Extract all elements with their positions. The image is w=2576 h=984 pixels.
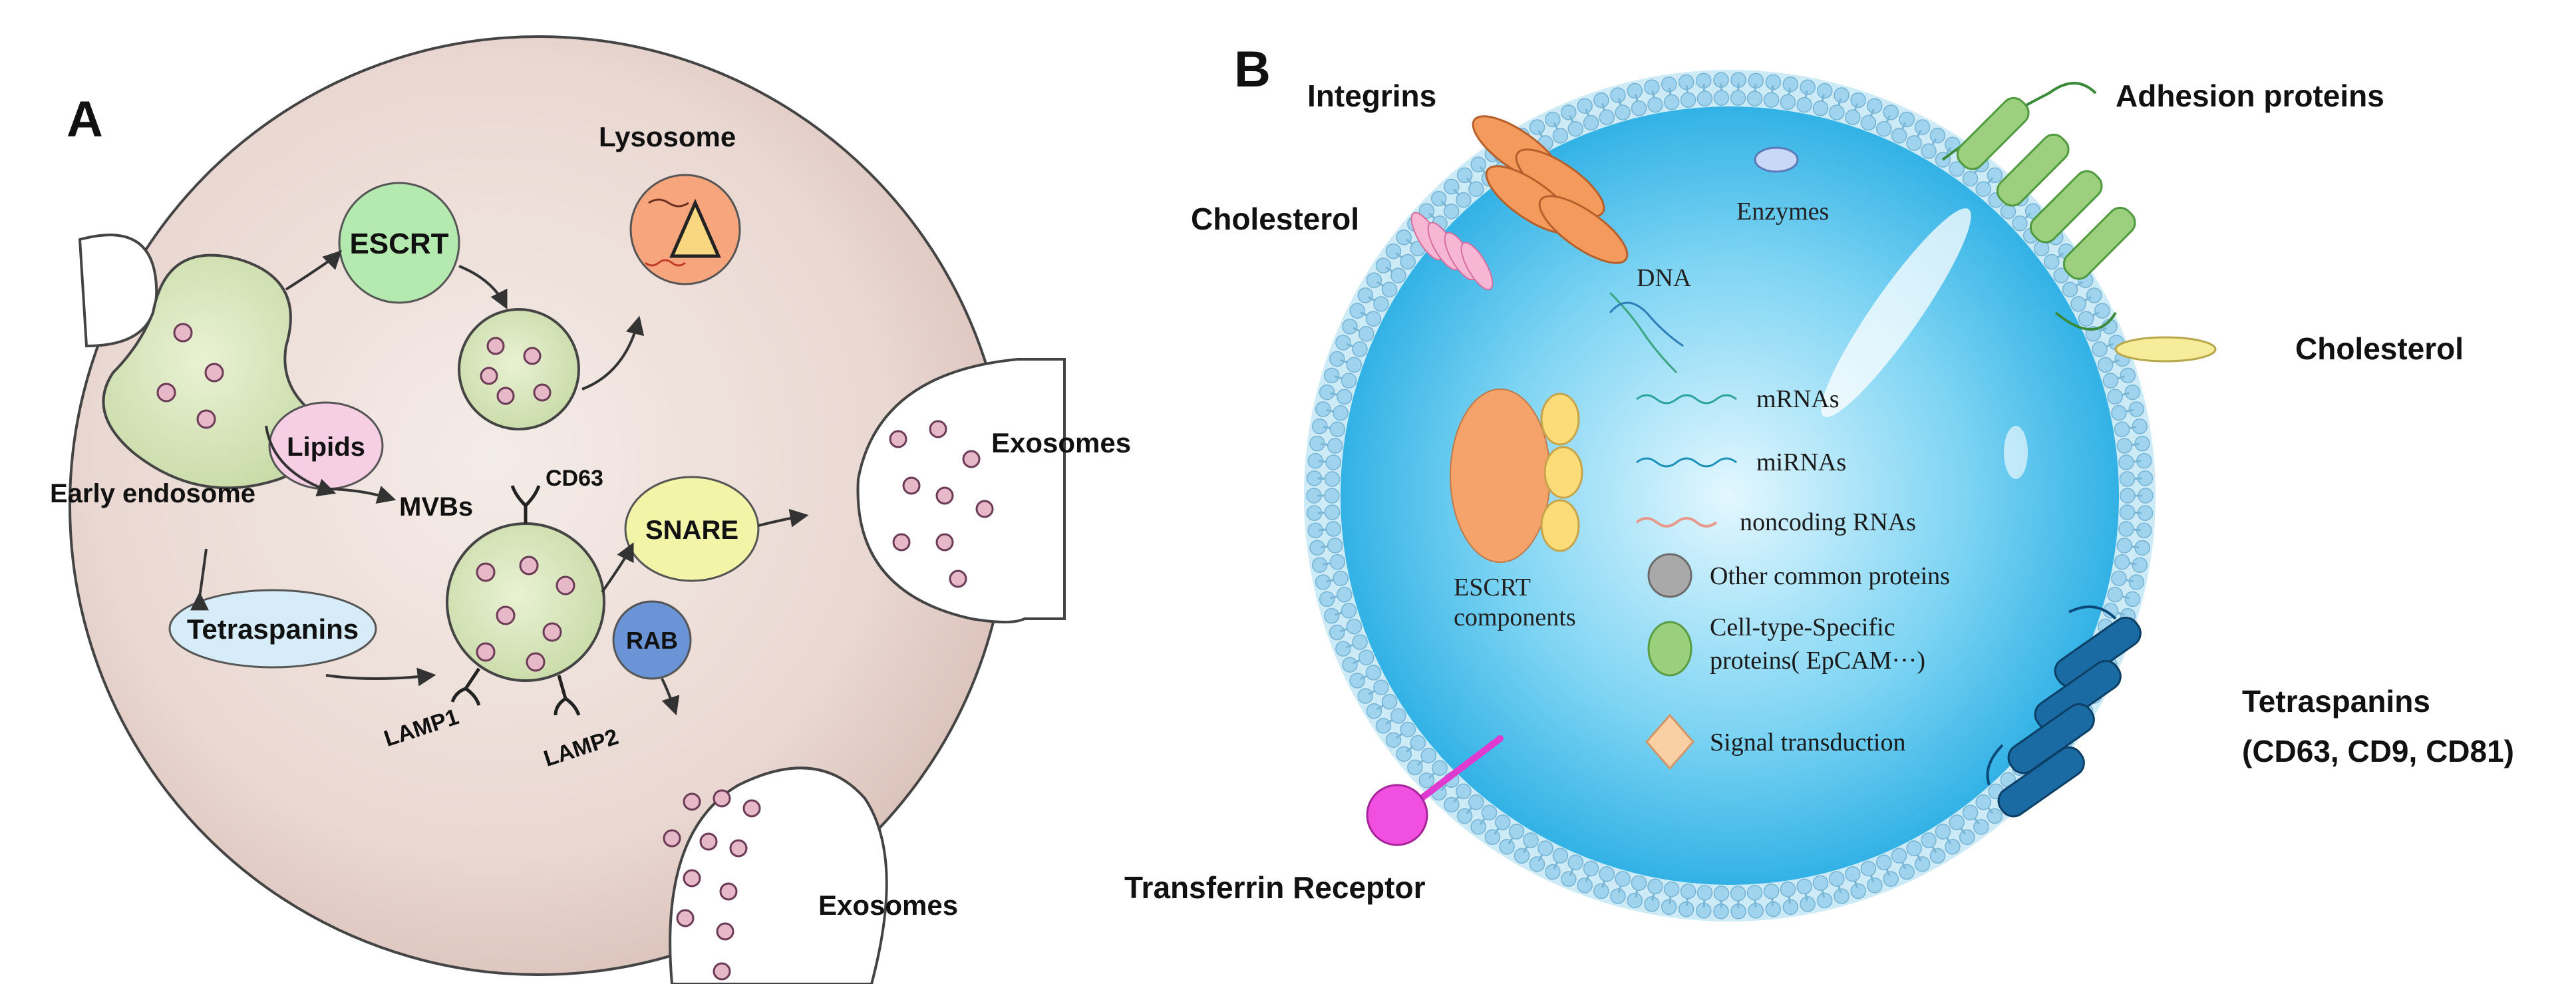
escrt-line1-label: ESCRT xyxy=(1454,574,1531,601)
legend-mirnas: miRNAs xyxy=(1756,448,1846,476)
lipids-node: Lipids xyxy=(268,401,384,490)
common-protein-icon xyxy=(1647,553,1692,598)
released-exosomes-right xyxy=(889,420,994,588)
rab-node: RAB xyxy=(612,600,692,680)
panel-a-letter: A xyxy=(67,91,103,148)
escrt-node: ESCRT xyxy=(338,182,460,304)
escrt-label: ESCRT xyxy=(349,228,448,260)
enzyme-icon xyxy=(1754,146,1799,173)
tetraspanins-line2-label: (CD63, CD9, CD81) xyxy=(2242,734,2514,768)
cd63-label: CD63 xyxy=(546,466,603,491)
mirna-icon xyxy=(1636,457,1737,468)
signal-transduction-icon xyxy=(1645,713,1694,770)
tetraspanins-node: Tetraspanins xyxy=(168,589,377,669)
cholesterol-left-label: Cholesterol xyxy=(1191,202,1359,236)
panel-b: B Integrins Cholesterol Enzymes xyxy=(1124,41,2514,921)
tetraspanins-line1-label: Tetraspanins xyxy=(2242,684,2430,719)
lysosome xyxy=(629,174,741,285)
escrt-line2-label: components xyxy=(1454,603,1576,631)
cell-body xyxy=(69,35,1066,984)
tetraspanins-protein xyxy=(1986,605,2142,818)
lamp1-receptor-icon xyxy=(450,667,481,706)
transferrin-receptor xyxy=(1366,735,1504,846)
cholesterol-right-icon xyxy=(2114,336,2217,363)
integrins-protein xyxy=(1472,115,1629,264)
early-endosome-label: Early endosome xyxy=(50,479,255,508)
escrt-complex xyxy=(1450,389,1583,563)
tetraspanins-label: Tetraspanins xyxy=(187,613,359,645)
dna-icon xyxy=(1609,291,1684,374)
mrna-icon xyxy=(1636,394,1737,405)
mvbs-label: MVBs xyxy=(399,492,473,522)
snare-label: SNARE xyxy=(645,516,738,545)
snare-node: SNARE xyxy=(624,476,760,582)
transferrin-receptor-label: Transferrin Receptor xyxy=(1124,870,1426,905)
legend-cell-specific-line2: proteins( EpCAM···) xyxy=(1710,647,1925,675)
rab-label: RAB xyxy=(626,627,678,654)
exosomes-bottom-label: Exosomes xyxy=(818,890,958,921)
lysosome-label: Lysosome xyxy=(599,121,736,152)
mvb-vesicle-main xyxy=(446,485,605,716)
panel-a: A ESCRT Lysosome xyxy=(50,35,1131,984)
legend-mrnas: mRNAs xyxy=(1756,385,1840,413)
noncoding-rna-icon xyxy=(1635,517,1718,528)
dna-label: DNA xyxy=(1637,264,1692,292)
panel-b-letter: B xyxy=(1234,41,1271,98)
lamp2-receptor-icon xyxy=(554,675,581,716)
exosomes-right-label: Exosomes xyxy=(991,427,1131,458)
adhesion-proteins-label: Adhesion proteins xyxy=(2116,79,2384,113)
cargo-legend: mRNAs miRNAs noncoding RNAs Other common… xyxy=(1635,385,1950,770)
pathway-arrows xyxy=(190,250,809,716)
cd63-receptor-icon xyxy=(510,485,541,524)
integrins-label: Integrins xyxy=(1307,79,1436,113)
cholesterol-right-label: Cholesterol xyxy=(2295,331,2464,366)
enzymes-label: Enzymes xyxy=(1736,198,1829,226)
mvb-vesicle-upper xyxy=(458,308,580,430)
legend-noncoding: noncoding RNAs xyxy=(1740,508,1916,536)
legend-other-proteins: Other common proteins xyxy=(1710,562,1950,590)
released-exosomes-bottom xyxy=(663,789,761,981)
lipids-label: Lipids xyxy=(287,432,365,462)
lysosome-triangle-icon xyxy=(669,198,721,258)
legend-signal: Signal transduction xyxy=(1710,729,1905,756)
adhesion-proteins xyxy=(1941,82,2136,331)
cell-specific-protein-icon xyxy=(1647,621,1692,677)
cholesterol-left-icon xyxy=(1410,212,1494,291)
endosome-cargo xyxy=(156,323,224,429)
legend-cell-specific-line1: Cell-type-Specific xyxy=(1710,613,1895,641)
